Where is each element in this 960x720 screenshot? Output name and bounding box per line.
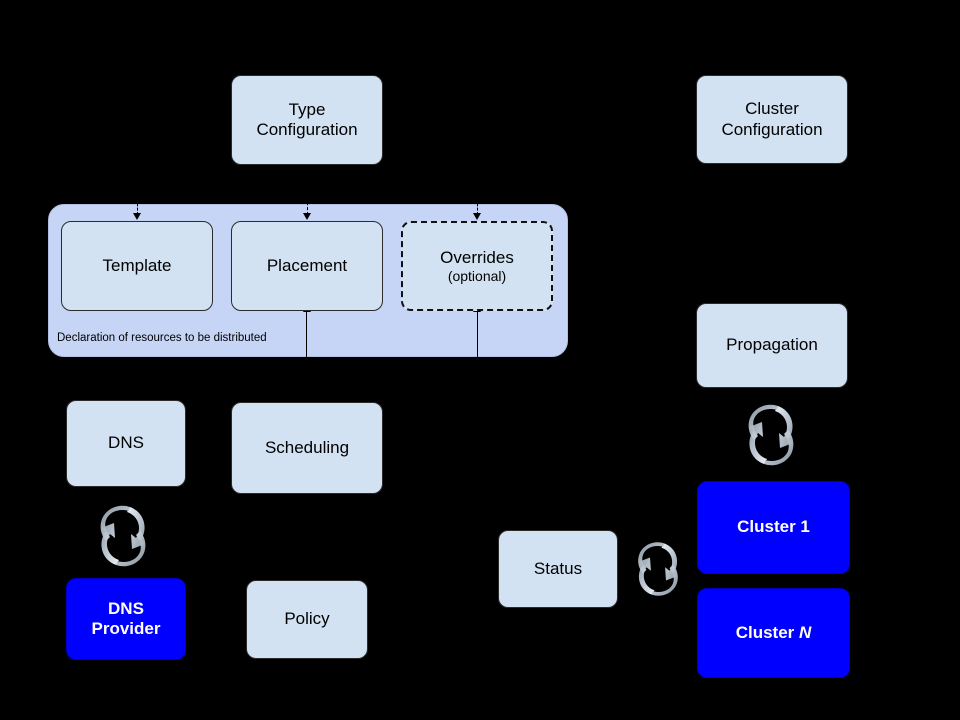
node-cluster-n-label-suffix: N [799, 622, 812, 642]
node-type-configuration-label-1: Type [288, 99, 326, 119]
node-placement-label: Placement [266, 255, 348, 275]
node-dns-provider[interactable]: DNS Provider [66, 578, 186, 660]
edge-typeconfig-to-placement-arrowhead [303, 213, 311, 220]
sync-arrows-icon-dns [88, 497, 158, 575]
node-placement[interactable]: Placement [231, 221, 383, 311]
node-status[interactable]: Status [498, 530, 618, 608]
node-policy[interactable]: Policy [246, 580, 368, 659]
node-cluster-1-label-prefix: Cluster [737, 517, 801, 537]
node-cluster-1[interactable]: Cluster 1 [697, 481, 850, 574]
sync-arrows-icon-status [627, 529, 689, 609]
sync-arrows-icon-propagation [736, 396, 806, 474]
node-dns-provider-label-1: DNS [108, 598, 144, 618]
node-dns-label: DNS [108, 433, 144, 453]
edge-typeconfig-to-template [137, 199, 138, 215]
edge-typeconfig-to-template-arrowhead [133, 213, 141, 220]
node-template-label: Template [102, 255, 172, 275]
node-cluster-n-label-prefix: Cluster [735, 622, 799, 642]
node-type-configuration[interactable]: Type Configuration [231, 75, 383, 165]
node-propagation-label: Propagation [726, 335, 818, 355]
node-status-label: Status [533, 558, 583, 578]
node-type-configuration-label-2: Configuration [256, 120, 358, 139]
node-overrides-label-1: Overrides [440, 247, 514, 267]
node-dns[interactable]: DNS [66, 400, 186, 487]
edge-typeconfig-to-overrides [477, 199, 478, 215]
node-cluster-n[interactable]: Cluster N [697, 588, 850, 678]
node-policy-label: Policy [284, 609, 330, 629]
node-dns-provider-label-2: Provider [91, 619, 161, 638]
node-template[interactable]: Template [61, 221, 213, 311]
edge-typeconfig-to-overrides-arrowhead [473, 213, 481, 220]
node-scheduling-label: Scheduling [264, 437, 350, 457]
group-federated-resource-caption: Declaration of resources to be distribut… [57, 332, 267, 344]
node-cluster-configuration-label-2: Configuration [721, 119, 823, 139]
node-cluster-1-label-suffix: 1 [800, 517, 810, 537]
group-divider-right [477, 311, 478, 357]
node-overrides[interactable]: Overrides (optional) [401, 221, 553, 311]
node-cluster-configuration-label-1: Cluster [745, 99, 799, 119]
node-cluster-configuration[interactable]: Cluster Configuration [696, 75, 848, 164]
group-divider-left [306, 311, 307, 357]
node-propagation[interactable]: Propagation [696, 303, 848, 388]
node-overrides-label-2: (optional) [447, 267, 507, 284]
node-scheduling[interactable]: Scheduling [231, 402, 383, 494]
edge-typeconfig-to-placement [307, 168, 308, 215]
